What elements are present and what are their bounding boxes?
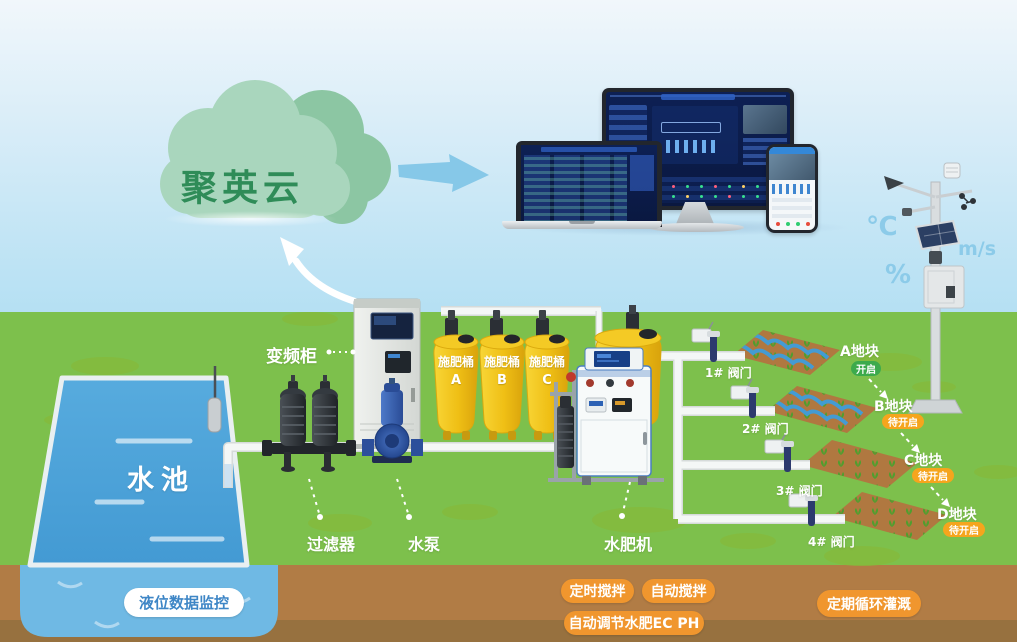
fertigation-machine <box>548 347 664 485</box>
plot-b-label: B地块 <box>874 399 913 415</box>
fertilizer-bucket-a <box>433 310 479 440</box>
valve-2-label: 2# 阀门 <box>742 422 789 436</box>
cloud-shadow <box>163 211 338 227</box>
phone-chart-bars <box>772 184 812 194</box>
cloud-platform-title: 聚英云 <box>181 168 305 209</box>
monitor-base <box>648 223 744 232</box>
temperature-unit-label: ℃ <box>866 212 898 242</box>
plot-c-label: C地块 <box>904 453 943 469</box>
fertilizer-bucket-c <box>524 310 570 440</box>
filter-unit <box>262 375 356 472</box>
plot-c <box>802 440 917 488</box>
plot-d <box>832 492 947 540</box>
phone-status-dots <box>776 222 780 226</box>
level-sensor <box>207 366 222 433</box>
phone-camera-view <box>769 154 815 180</box>
water-pool <box>27 375 250 568</box>
plot-d-status-badge: 待开启 <box>943 522 985 537</box>
wind-speed-unit-label: m/s <box>958 238 997 260</box>
laptop <box>516 141 662 227</box>
cabinet-to-cloud-arrow <box>280 237 364 307</box>
water-pump <box>362 378 423 463</box>
timed-stir-badge: 定时搅拌 <box>561 579 634 603</box>
machine-label: 水肥机 <box>604 535 653 554</box>
water-ripples <box>94 438 225 542</box>
phone-list-rows <box>772 198 812 220</box>
filter-label: 过滤器 <box>307 535 356 554</box>
plot-a <box>733 330 840 375</box>
cloud-to-devices-arrow <box>398 154 489 192</box>
bucket-c-label: 施肥桶 C <box>528 355 565 388</box>
smartphone <box>766 144 818 233</box>
valve-1-label: 1# 阀门 <box>705 366 752 380</box>
plot-a-label: A地块 <box>840 344 879 360</box>
valve-2 <box>730 378 759 418</box>
cycle-irrigation-badge: 定期循环灌溉 <box>817 590 921 617</box>
weather-station <box>884 162 976 414</box>
frequency-cabinet <box>352 298 422 449</box>
dashboard-header <box>661 94 735 100</box>
valve-3-label: 3# 阀门 <box>776 484 823 498</box>
dashboard-table <box>652 177 780 203</box>
plot-a-status-badge: 开启 <box>851 361 881 376</box>
bucket-b-label: 施肥桶 B <box>483 355 520 388</box>
plot-d-label: D地块 <box>937 507 977 523</box>
monitor-stand <box>676 202 714 224</box>
plot-sequence-arrows <box>868 378 950 507</box>
valve-4 <box>788 486 818 526</box>
pool-label: 水池 <box>127 465 195 496</box>
valve-3 <box>764 432 794 472</box>
valve-4-label: 4# 阀门 <box>808 535 855 549</box>
cabinet-label: 变频柜 <box>266 347 317 367</box>
pool-monitor-badge: 液位数据监控 <box>124 588 244 617</box>
auto-adjust-badge: 自动调节水肥EC PH <box>564 611 704 635</box>
laptop-dashboard-screen <box>521 145 657 225</box>
laptop-base <box>502 221 662 229</box>
dashboard-camera-thumbnail <box>743 105 787 134</box>
bucket-a-label: 施肥桶 A <box>437 355 474 388</box>
phone-app-screen <box>769 147 815 230</box>
label-connectors <box>308 349 631 520</box>
humidity-unit-label: % <box>885 260 912 290</box>
fertilizer-bucket-b <box>479 310 525 440</box>
cloud-front <box>160 80 350 218</box>
valve-1 <box>691 321 720 362</box>
auto-stir-badge: 自动搅拌 <box>642 579 715 603</box>
plot-b-status-badge: 待开启 <box>882 414 924 429</box>
pump-label: 水泵 <box>408 535 441 554</box>
plot-b <box>767 386 877 433</box>
plot-c-status-badge: 待开启 <box>912 468 954 483</box>
dashboard-flow-diagram <box>652 106 738 164</box>
